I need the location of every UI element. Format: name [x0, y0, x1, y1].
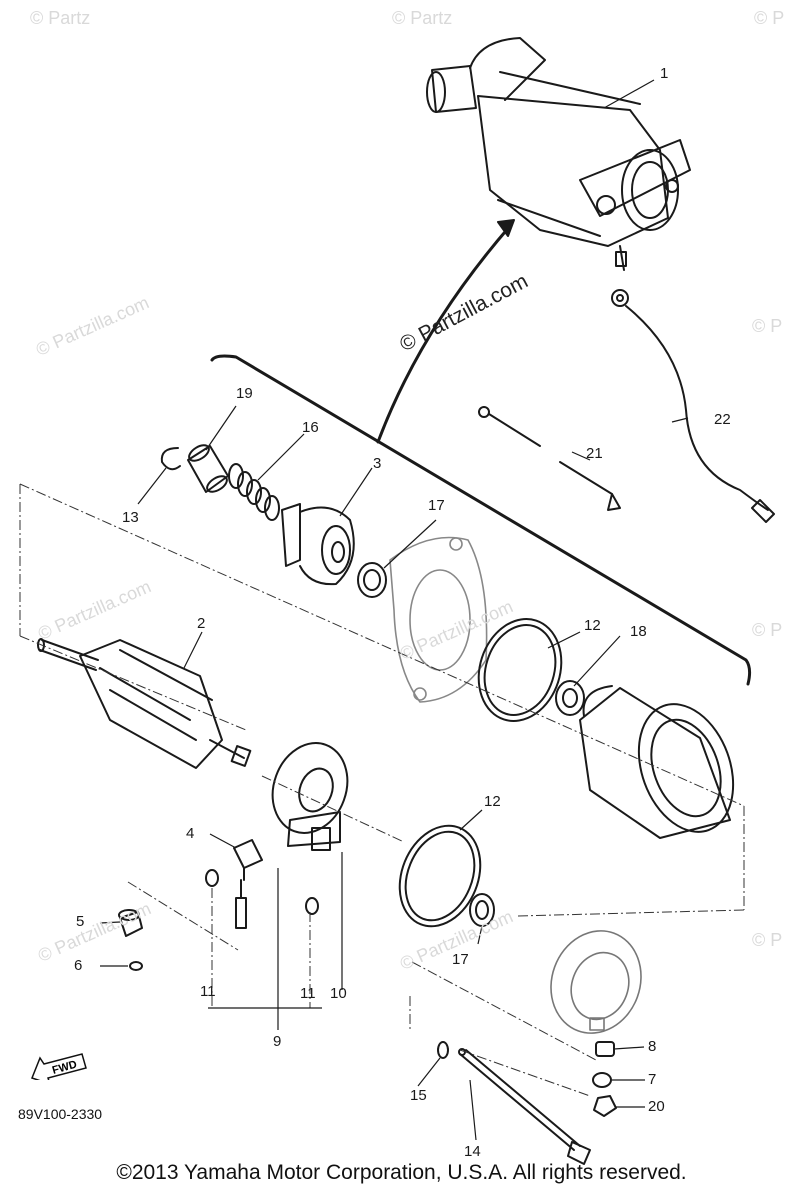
watermark: © P [752, 316, 783, 336]
group-bracket [210, 354, 752, 686]
callout-9: 9 [273, 1033, 282, 1050]
callout-7: 7 [648, 1071, 657, 1088]
clutch-assembly [281, 503, 355, 586]
spring [228, 463, 280, 521]
callout-8: 8 [648, 1038, 657, 1055]
starter-motor-assembly [426, 37, 691, 271]
washer-11b [305, 897, 319, 915]
nut-6 [129, 961, 143, 971]
callout-3: 3 [373, 455, 382, 472]
copyright-notice: ©2013 Yamaha Motor Corporation, U.S.A. A… [116, 1161, 687, 1184]
callout-13: 13 [122, 509, 139, 526]
assembly-arrow [376, 224, 512, 444]
callout-22: 22 [714, 411, 731, 428]
callout-5: 5 [76, 913, 85, 930]
circlip [160, 447, 181, 471]
watermark: © Partz [30, 8, 91, 28]
washer-11a [205, 869, 219, 887]
brush [311, 827, 331, 851]
watermark: © P [752, 930, 783, 950]
callout-16: 16 [302, 419, 319, 436]
callout-10: 10 [330, 985, 347, 1002]
callout-12a: 12 [584, 617, 601, 634]
watermark: © P [754, 8, 785, 28]
callout-11b: 11 [300, 985, 316, 1002]
o-ring-lower [398, 824, 482, 928]
callout-21: 21 [586, 445, 603, 462]
nut-20 [593, 1095, 617, 1117]
callout-18: 18 [630, 623, 647, 640]
brush-plate [271, 742, 349, 847]
callout-4: 4 [186, 825, 195, 842]
callout-19: 19 [236, 385, 253, 402]
callout-12b: 12 [484, 793, 501, 810]
callout-17a: 17 [428, 497, 445, 514]
watermark: © Partz [392, 8, 453, 28]
washer-7 [592, 1072, 612, 1088]
front-bracket [389, 536, 488, 703]
callout-11a: 11 [200, 983, 216, 1000]
watermark: © P [752, 620, 783, 640]
callout-2: 2 [197, 615, 206, 632]
terminal-lead [478, 406, 621, 511]
washer-upper [357, 562, 387, 598]
fwd-arrow-icon: FWD [31, 1053, 87, 1086]
callout-17b: 17 [452, 951, 469, 968]
fwd-arrow-badge: FWD [30, 1052, 88, 1086]
lead-wire [611, 289, 775, 523]
callout-6: 6 [74, 957, 83, 974]
brush-holder [233, 839, 263, 929]
through-bolt [458, 1048, 591, 1165]
callout-14: 14 [464, 1143, 481, 1160]
callout-20: 20 [648, 1098, 665, 1115]
callout-1: 1 [660, 65, 669, 82]
o-ring-15 [437, 1041, 449, 1059]
collar [187, 444, 229, 493]
armature [37, 638, 252, 769]
yoke [579, 685, 735, 839]
o-ring-upper [477, 618, 563, 722]
callout-15: 15 [410, 1087, 427, 1104]
rear-cover [550, 930, 642, 1034]
cap [118, 909, 143, 937]
washer-18 [555, 680, 585, 716]
bushing-8 [595, 1041, 615, 1057]
diagram-code: 89V100-2330 [18, 1106, 103, 1122]
